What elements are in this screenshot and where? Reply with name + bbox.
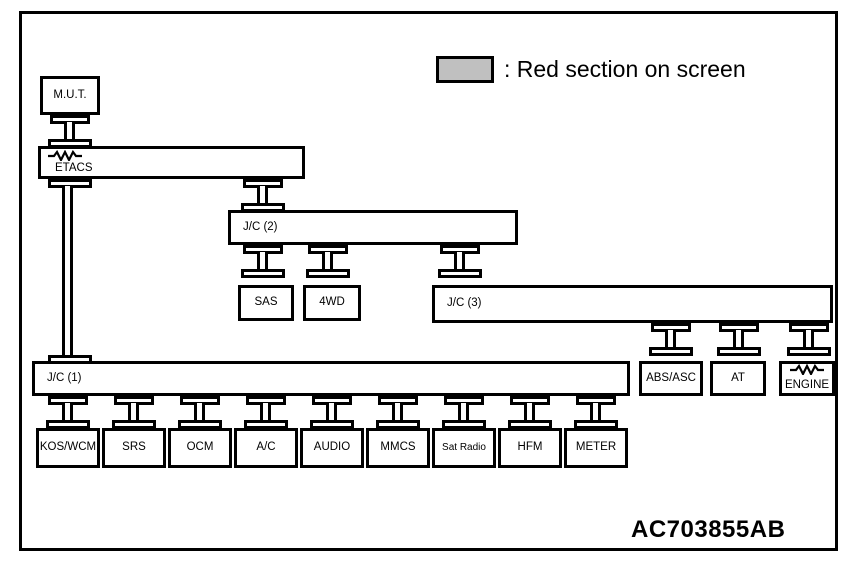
connector-wire xyxy=(665,330,676,347)
bus-node-kos-wcm[interactable]: KOS/WCM xyxy=(36,428,100,468)
connector-wire xyxy=(392,403,403,420)
connector-tab xyxy=(46,420,90,429)
bus-etacs-jc1 xyxy=(62,186,73,361)
node-4wd[interactable]: 4WD xyxy=(303,285,361,321)
connector-tab xyxy=(508,420,552,429)
node-jc2[interactable]: J/C (2) xyxy=(228,210,518,245)
connector-wire xyxy=(257,252,268,269)
connector-wire xyxy=(322,252,333,269)
terminator-resistor-icon xyxy=(790,364,824,375)
connector-wire xyxy=(733,330,744,347)
node-at[interactable]: AT xyxy=(710,361,766,396)
connector-wire xyxy=(194,403,205,420)
bus-node-mmcs[interactable]: MMCS xyxy=(366,428,430,468)
terminator-resistor-icon xyxy=(48,150,82,161)
connector-tab xyxy=(241,269,285,278)
node-jc3-label: J/C (3) xyxy=(447,297,482,310)
connector-wire xyxy=(260,403,271,420)
node-sas-label: SAS xyxy=(254,296,278,309)
connector-wire xyxy=(62,403,73,420)
bus-node-label: OCM xyxy=(186,441,214,454)
connector-wire xyxy=(128,403,139,420)
bus-node-hfm[interactable]: HFM xyxy=(498,428,562,468)
connector-tab xyxy=(112,420,156,429)
bus-node-a-c[interactable]: A/C xyxy=(234,428,298,468)
drawing-code: AC703855AB xyxy=(631,516,786,543)
connector-tab xyxy=(717,347,761,356)
connector-wire xyxy=(803,330,814,347)
node-sas[interactable]: SAS xyxy=(238,285,294,321)
node-4wd-label: 4WD xyxy=(319,296,345,309)
node-engine-label: ENGINE xyxy=(784,378,830,391)
node-abs-asc[interactable]: ABS/ASC xyxy=(639,361,703,396)
node-jc1-label: J/C (1) xyxy=(47,371,82,384)
connector-tab xyxy=(649,347,693,356)
node-etacs[interactable]: ETACS xyxy=(38,146,305,179)
node-mut[interactable]: M.U.T. xyxy=(40,76,100,115)
connector-wire xyxy=(257,186,268,203)
bus-node-srs[interactable]: SRS xyxy=(102,428,166,468)
connector-wire xyxy=(454,252,465,269)
connector-wire xyxy=(64,122,75,139)
bus-node-audio[interactable]: AUDIO xyxy=(300,428,364,468)
connector-wire xyxy=(524,403,535,420)
node-jc3[interactable]: J/C (3) xyxy=(432,285,833,323)
bus-node-label: A/C xyxy=(256,441,276,454)
bus-node-label: HFM xyxy=(517,441,543,454)
diagram-border xyxy=(19,11,838,551)
connector-tab xyxy=(438,269,482,278)
node-at-label: AT xyxy=(731,371,745,384)
node-mut-label: M.U.T. xyxy=(53,88,87,101)
connector-tab xyxy=(306,269,350,278)
bus-node-label: Sat Radio xyxy=(442,442,486,453)
bus-node-label: SRS xyxy=(122,441,146,454)
legend: : Red section on screen xyxy=(436,56,746,83)
connector-tab xyxy=(178,420,222,429)
node-jc2-label: J/C (2) xyxy=(243,220,278,233)
connector-tab xyxy=(787,347,831,356)
connector-tab xyxy=(376,420,420,429)
node-etacs-label: ETACS xyxy=(55,162,93,175)
bus-node-label: AUDIO xyxy=(313,441,351,454)
bus-node-sat-radio[interactable]: Sat Radio xyxy=(432,428,496,468)
bus-node-meter[interactable]: METER xyxy=(564,428,628,468)
bus-node-label: MMCS xyxy=(380,441,416,454)
connector-wire xyxy=(590,403,601,420)
node-abs-asc-label: ABS/ASC xyxy=(646,371,696,384)
connector-tab xyxy=(244,420,288,429)
connector-tab xyxy=(574,420,618,429)
bus-node-ocm[interactable]: OCM xyxy=(168,428,232,468)
connector-tab xyxy=(310,420,354,429)
connector-tab xyxy=(442,420,486,429)
legend-swatch xyxy=(436,56,494,83)
bus-node-label: KOS/WCM xyxy=(39,441,97,454)
connector-wire xyxy=(326,403,337,420)
bus-node-label: METER xyxy=(575,441,617,454)
legend-label: : Red section on screen xyxy=(504,56,746,82)
node-jc1[interactable]: J/C (1) xyxy=(32,361,630,396)
connector-wire xyxy=(458,403,469,420)
node-engine[interactable]: ENGINE xyxy=(779,361,835,396)
